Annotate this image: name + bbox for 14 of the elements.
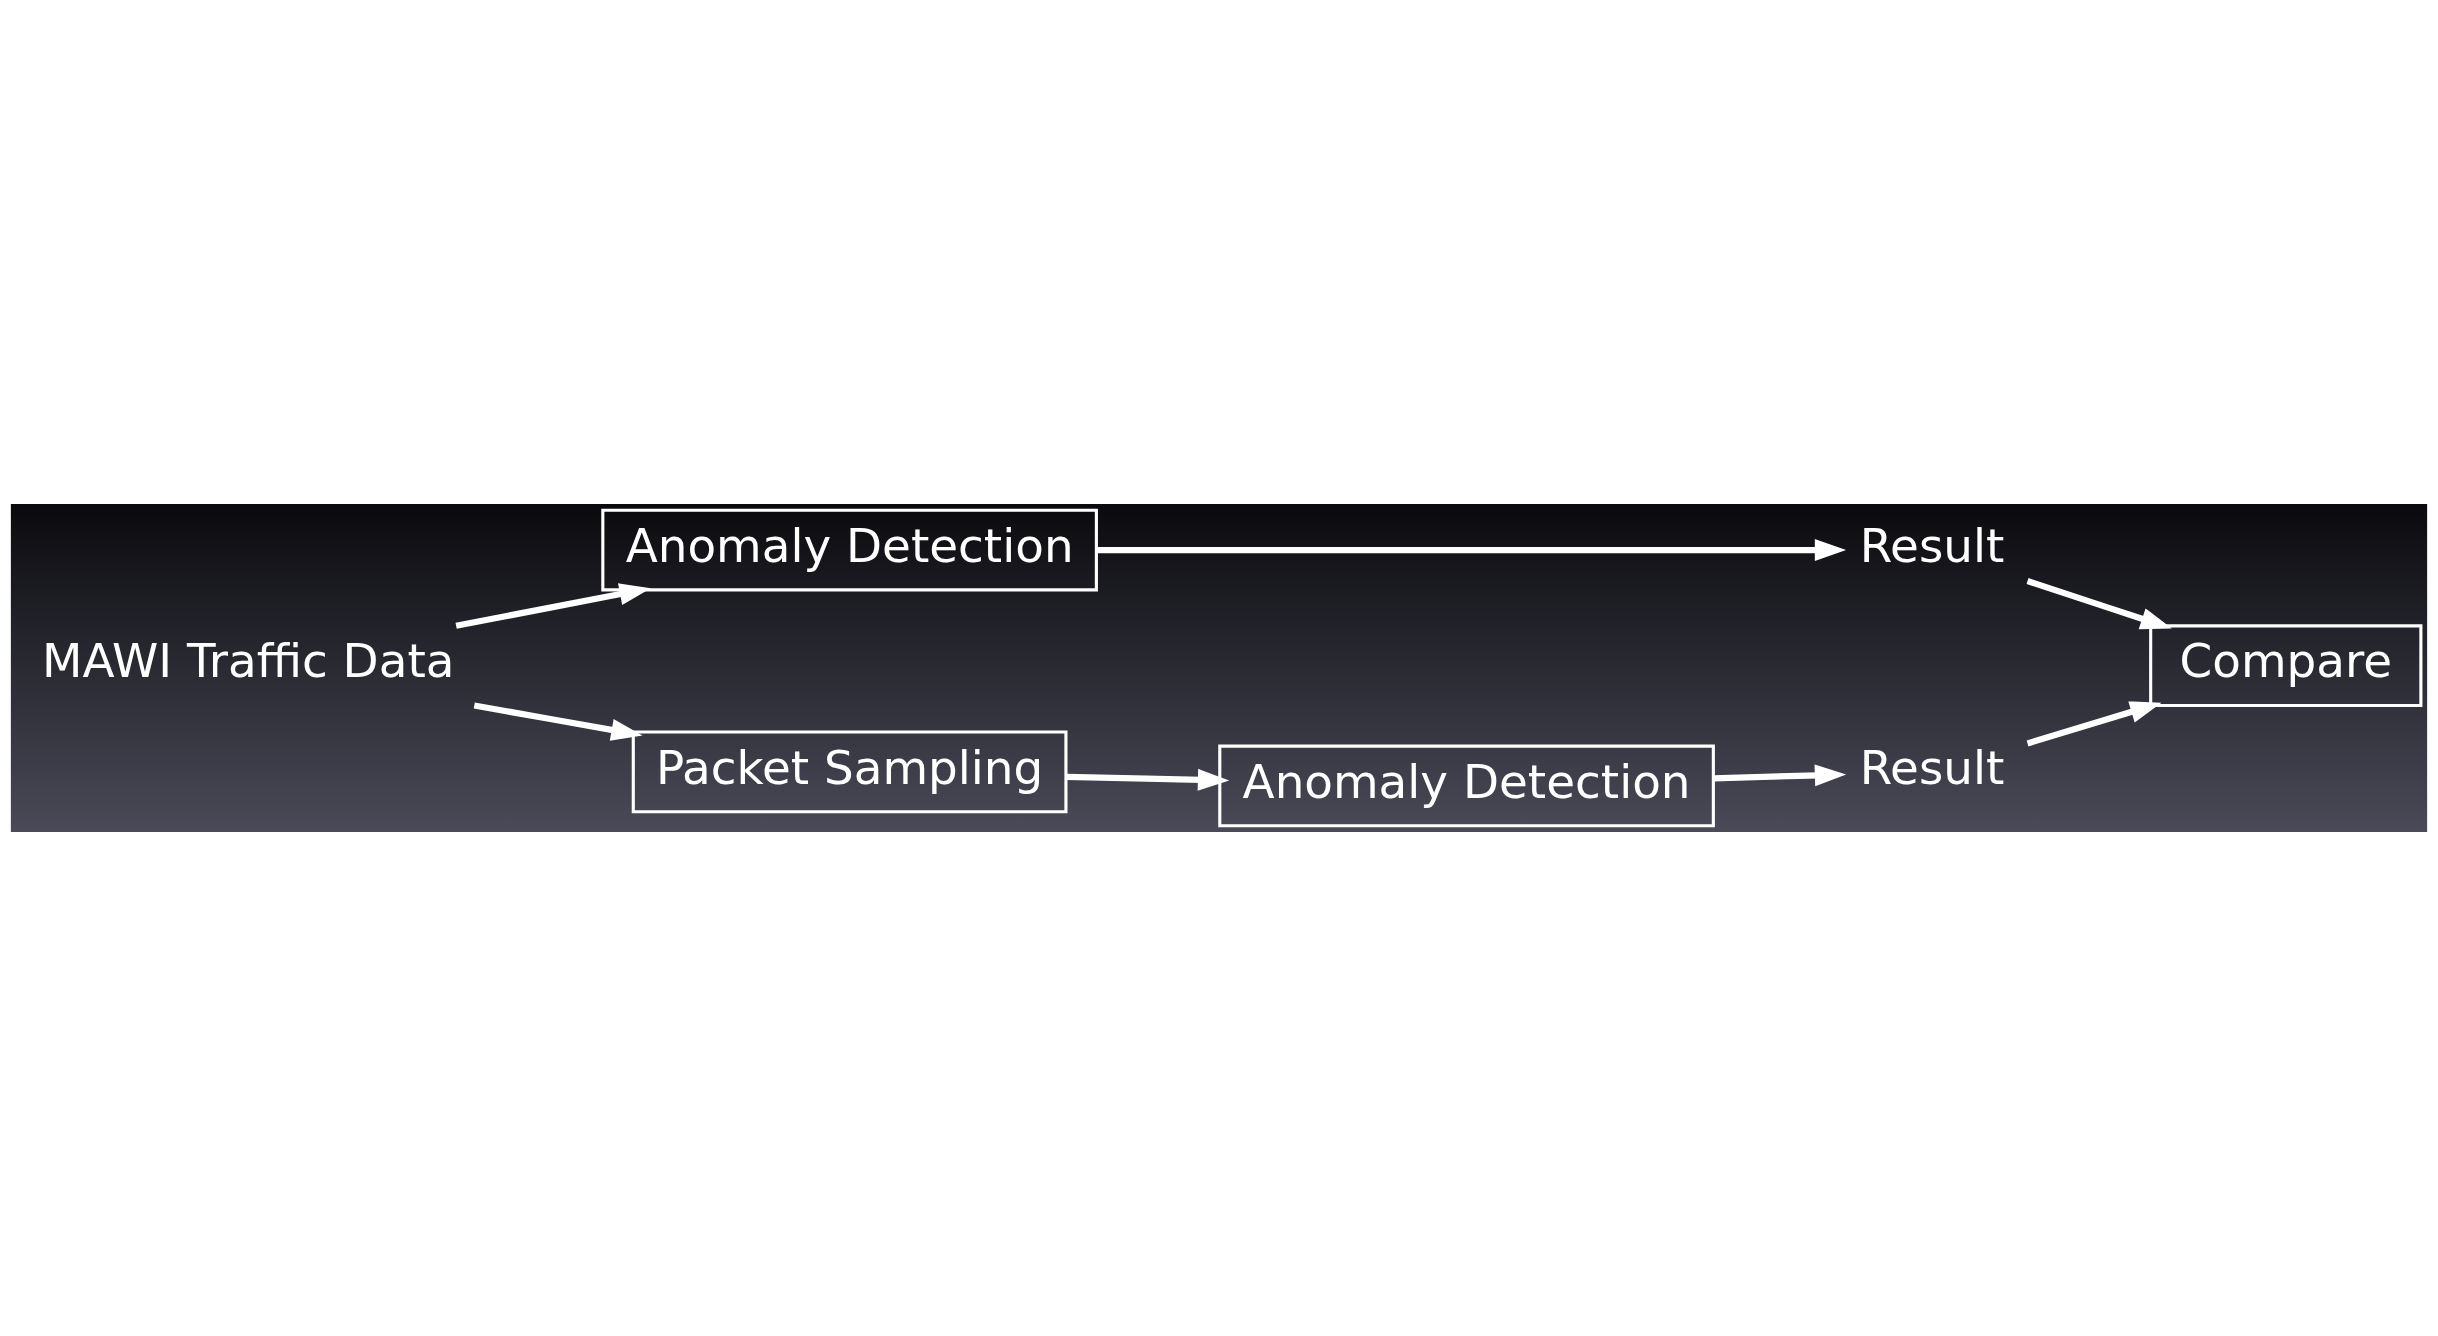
node-text: Result — [1859, 740, 2005, 795]
arrow — [1096, 539, 1847, 562]
node-text: Result — [1859, 518, 2005, 573]
node-text: MAWI Traffic Data — [42, 634, 455, 689]
node-box: Anomaly Detection — [601, 508, 1098, 592]
arrow — [1713, 764, 1847, 787]
arrow — [473, 702, 643, 741]
node-box: Anomaly Detection — [1218, 744, 1715, 828]
node-box: Compare — [2149, 624, 2423, 708]
arrow — [1066, 768, 1230, 791]
node-box: Packet Sampling — [631, 730, 1068, 814]
arrow — [455, 583, 651, 629]
arrow — [2026, 578, 2172, 630]
arrow — [2026, 701, 2162, 747]
